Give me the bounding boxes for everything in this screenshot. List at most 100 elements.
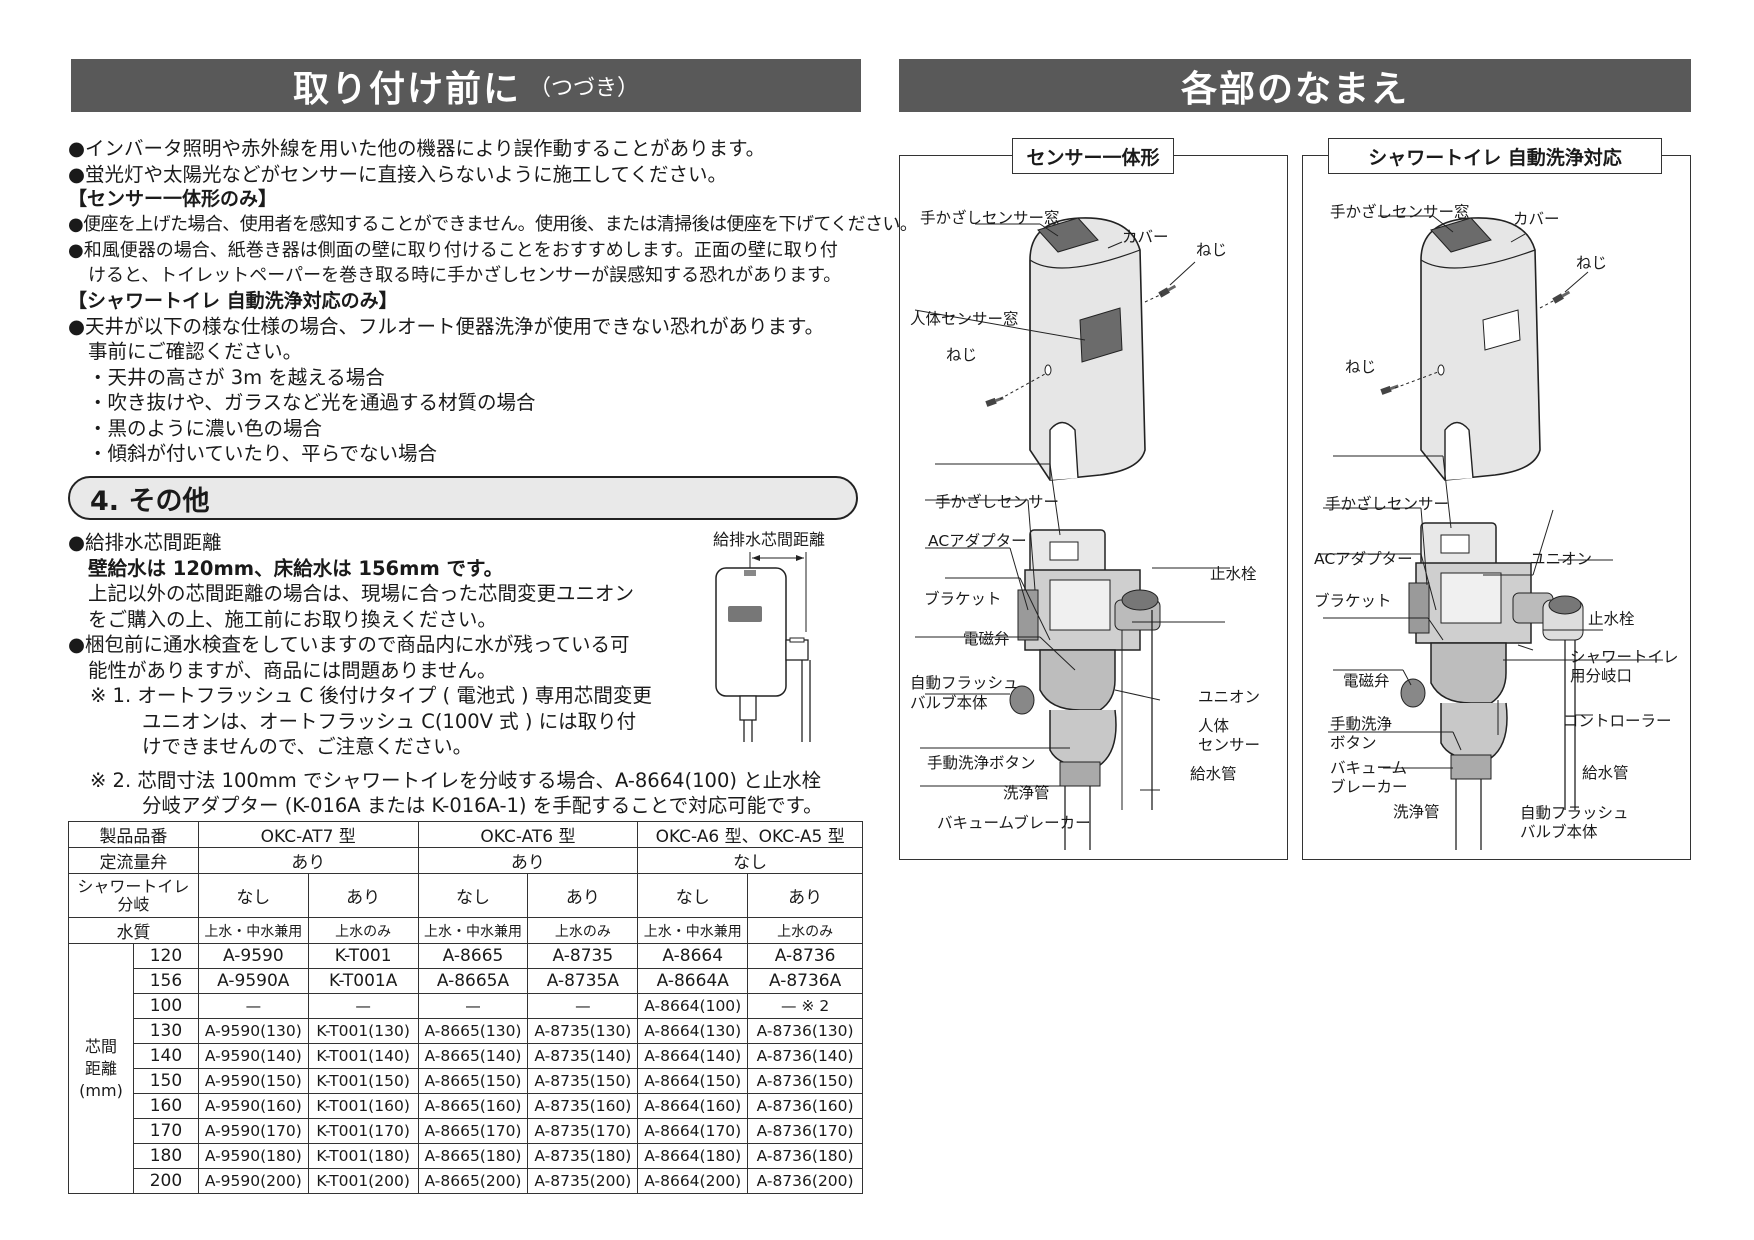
part-number-cell: — xyxy=(197,993,309,1019)
part-number-cell: A-8735(200) xyxy=(527,1168,639,1194)
product-cell: OKC-AT7 型 xyxy=(197,821,419,848)
part-number-cell: A-8735(150) xyxy=(527,1068,639,1094)
d2-label: ブラケット xyxy=(1314,592,1392,610)
water-cell: 上水のみ xyxy=(527,917,639,944)
part-number-cell: A-9590A xyxy=(197,968,309,994)
note: 事前にご確認ください。 xyxy=(88,340,303,363)
part-number-cell: A-8665(140) xyxy=(417,1043,529,1069)
th-shower-text: シャワートイレ分岐 xyxy=(77,876,190,914)
note: ・傾斜が付いていたり、平らでない場合 xyxy=(88,442,438,465)
right-header: 各部のなまえ xyxy=(899,59,1691,112)
part-number-cell: K-T001(200) xyxy=(307,1168,419,1194)
notes-block: ●インバータ照明や赤外線を用いた他の機器により誤作動することがあります。 ●蛍光… xyxy=(68,136,918,467)
water-cell: 上水のみ xyxy=(307,917,419,944)
shower-cell: なし xyxy=(417,873,529,918)
part-number-cell: A-8735(180) xyxy=(527,1143,639,1169)
part-number-cell: A-8736(130) xyxy=(747,1018,863,1044)
other-block: ●給排水芯間距離 壁給水は 120mm、床給水は 156mm です。 上記以外の… xyxy=(68,530,868,819)
d1-label: 手動洗浄ボタン xyxy=(927,754,1036,772)
part-number-cell: A-8735 xyxy=(527,943,639,969)
d1-label: 人体センサー窓 xyxy=(910,310,1019,328)
part-number-cell: A-8736(200) xyxy=(747,1168,863,1194)
d1-label: 洗浄管 xyxy=(1003,784,1050,802)
d2-label: コントローラー xyxy=(1563,712,1672,730)
part-number-cell: K-T001(170) xyxy=(307,1118,419,1144)
d2-label: バキューム xyxy=(1330,759,1408,777)
shower-cell: なし xyxy=(637,873,749,918)
part-number-cell: A-9590(130) xyxy=(197,1018,309,1044)
shower-cell: なし xyxy=(197,873,309,918)
part-number-cell: A-8736 xyxy=(747,943,863,969)
distance-cell: 140 xyxy=(132,1043,199,1069)
d1-label: カバー xyxy=(1122,228,1169,246)
part-number-cell: K-T001(140) xyxy=(307,1043,419,1069)
flow-cell: あり xyxy=(197,847,419,874)
part-number-cell: A-8735(170) xyxy=(527,1118,639,1144)
d2-label: 自動フラッシュ xyxy=(1520,804,1629,822)
part-number-cell: A-8665(170) xyxy=(417,1118,529,1144)
shower-cell: あり xyxy=(307,873,419,918)
d2-label: ボタン xyxy=(1330,734,1377,752)
d2-label: 用分岐口 xyxy=(1570,667,1633,685)
d1-label: 人体 xyxy=(1198,717,1230,735)
part-number-cell: A-8665(180) xyxy=(417,1143,529,1169)
left-header-sub: （つづき） xyxy=(529,75,640,101)
part-number-cell: — xyxy=(417,993,529,1019)
d1-label: ユニオン xyxy=(1198,688,1261,706)
note: ●インバータ照明や赤外線を用いた他の機器により誤作動することがあります。 xyxy=(68,137,766,160)
d2-label: シャワートイレ xyxy=(1570,648,1679,666)
sensor-tag: 【センサー一体形のみ】 xyxy=(68,188,278,210)
part-number-cell: A-8664(140) xyxy=(637,1043,749,1069)
d2-label: 止水栓 xyxy=(1588,610,1635,628)
part-number-cell: A-8664(160) xyxy=(637,1093,749,1119)
part-number-cell: A-8736A xyxy=(747,968,863,994)
d2-label: ユニオン xyxy=(1530,550,1593,568)
shower-unit-illustration xyxy=(1318,215,1663,850)
part-number-cell: — ※ 2 xyxy=(747,993,863,1019)
water-cell: 上水・中水兼用 xyxy=(417,917,529,944)
part-number-cell: A-8665(130) xyxy=(417,1018,529,1044)
table-row: 100————A-8664(100)— ※ 2 xyxy=(69,993,863,1019)
note: ・天井の高さが 3m を越える場合 xyxy=(88,365,385,389)
d1-label: 自動フラッシュ xyxy=(910,674,1019,692)
part-number-cell: A-8736(180) xyxy=(747,1143,863,1169)
d2-label: 給水管 xyxy=(1582,764,1629,782)
d2-label: バルブ本体 xyxy=(1520,823,1598,841)
part-number-cell: A-8735A xyxy=(527,968,639,994)
footnote: 分岐アダプター (K-016A または K-016A-1) を手配することで対応… xyxy=(142,794,823,817)
distance-cell: 130 xyxy=(132,1018,199,1044)
part-number-cell: K-T001A xyxy=(307,968,419,994)
water-cell: 上水・中水兼用 xyxy=(197,917,309,944)
flow-cell: あり xyxy=(417,847,639,874)
d2-label: 手かざしセンサー窓 xyxy=(1330,203,1470,221)
footnote: ※ 2. 芯間寸法 100mm でシャワートイレを分岐する場合、A-8664(1… xyxy=(90,768,822,792)
shower-cell: あり xyxy=(527,873,639,918)
part-number-cell: A-8665 xyxy=(417,943,529,969)
distance-cell: 150 xyxy=(132,1068,199,1094)
d2-label: カバー xyxy=(1513,210,1560,228)
footnote: けできませんので、ご注意ください。 xyxy=(142,735,473,758)
part-number-cell: K-T001(150) xyxy=(307,1068,419,1094)
part-number-cell: A-8736(170) xyxy=(747,1118,863,1144)
d1-label: 手かざしセンサー窓 xyxy=(920,209,1060,227)
d2-label: ねじ xyxy=(1576,254,1608,272)
fig-distance-label: 給排水芯間距離 xyxy=(713,530,826,549)
part-number-cell: A-8736(140) xyxy=(747,1043,863,1069)
flow-cell: なし xyxy=(637,847,863,874)
diagram-shower-title: シャワートイレ 自動洗浄対応 xyxy=(1328,138,1662,174)
d2-label: ブレーカー xyxy=(1330,778,1408,796)
part-number-cell: A-9590(150) xyxy=(197,1068,309,1094)
distance-cell: 156 xyxy=(132,968,199,994)
d1-label: 給水管 xyxy=(1190,765,1237,783)
other-line: ●梱包前に通水検査をしていますので商品内に水が残っている可 xyxy=(68,633,630,656)
note: けると、トイレットペーパーを巻き取る時に手かざしセンサーが誤感知する恐れがありま… xyxy=(88,265,842,286)
distance-cell: 170 xyxy=(132,1118,199,1144)
sensor-unit-illustration xyxy=(914,217,1230,850)
d2-label: 電磁弁 xyxy=(1343,672,1390,690)
